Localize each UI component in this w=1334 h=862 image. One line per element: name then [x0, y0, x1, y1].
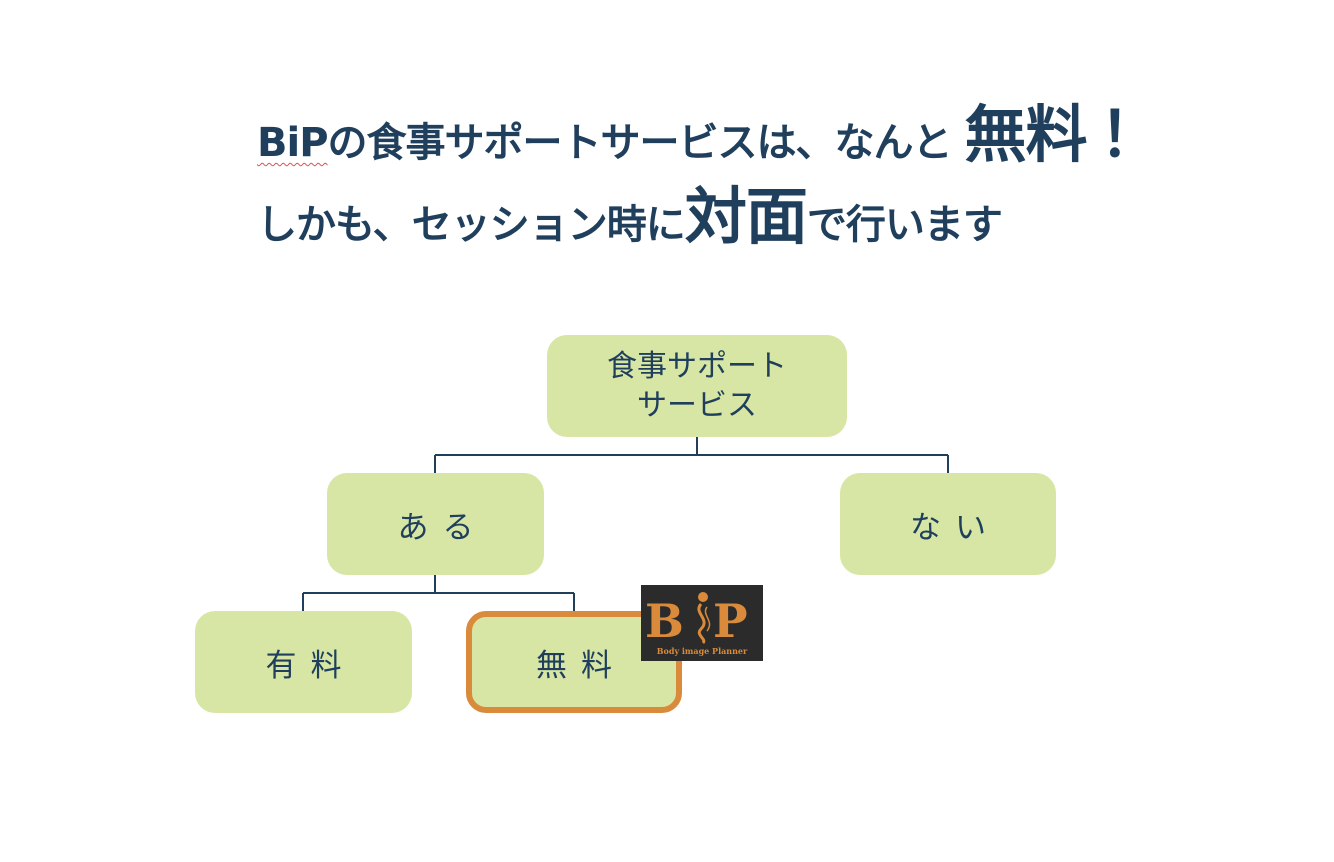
node-no-label: ない: [910, 509, 1000, 546]
node-root-label-1: 食事サポート: [607, 349, 787, 384]
headline-line-1: BiPの食事サポートサービスは、なんと 無料 ！: [257, 104, 1161, 166]
bip-logo-mark: B P: [645, 592, 748, 648]
node-paid: 有料: [195, 611, 412, 713]
node-meal-support-service: 食事サポート サービス: [547, 335, 847, 437]
node-yes: ある: [327, 473, 544, 575]
headline-line-2: しかも、セッション時に対面で行います: [257, 186, 1003, 248]
logo-letter-p: P: [713, 594, 748, 648]
brand-name: BiP: [257, 120, 329, 166]
headline-line-2-start: しかも、セッション時に: [257, 202, 686, 248]
node-root-label-2: サービス: [637, 388, 757, 423]
headline-line-1-text: の食事サポートサービスは、なんと: [327, 120, 953, 166]
headline-exclamation: ！: [1099, 98, 1161, 171]
node-paid-label: 有料: [265, 647, 356, 684]
headline-line-2-end: で行います: [806, 202, 1003, 248]
bip-logo: B P Body image Planner: [641, 585, 763, 661]
node-free-label: 無料: [536, 647, 626, 684]
logo-figure-swirl-2: [704, 606, 711, 632]
logo-letter-b: B: [645, 594, 684, 648]
headline-emphasis-face-to-face: 対面: [684, 180, 808, 253]
logo-head-dot: [698, 592, 708, 602]
node-yes-label: ある: [397, 509, 488, 546]
logo-tagline: Body image Planner: [656, 646, 748, 656]
logo-figure-swirl: [697, 603, 706, 645]
node-no: ない: [840, 473, 1056, 575]
headline-emphasis-free: 無料: [964, 98, 1087, 171]
